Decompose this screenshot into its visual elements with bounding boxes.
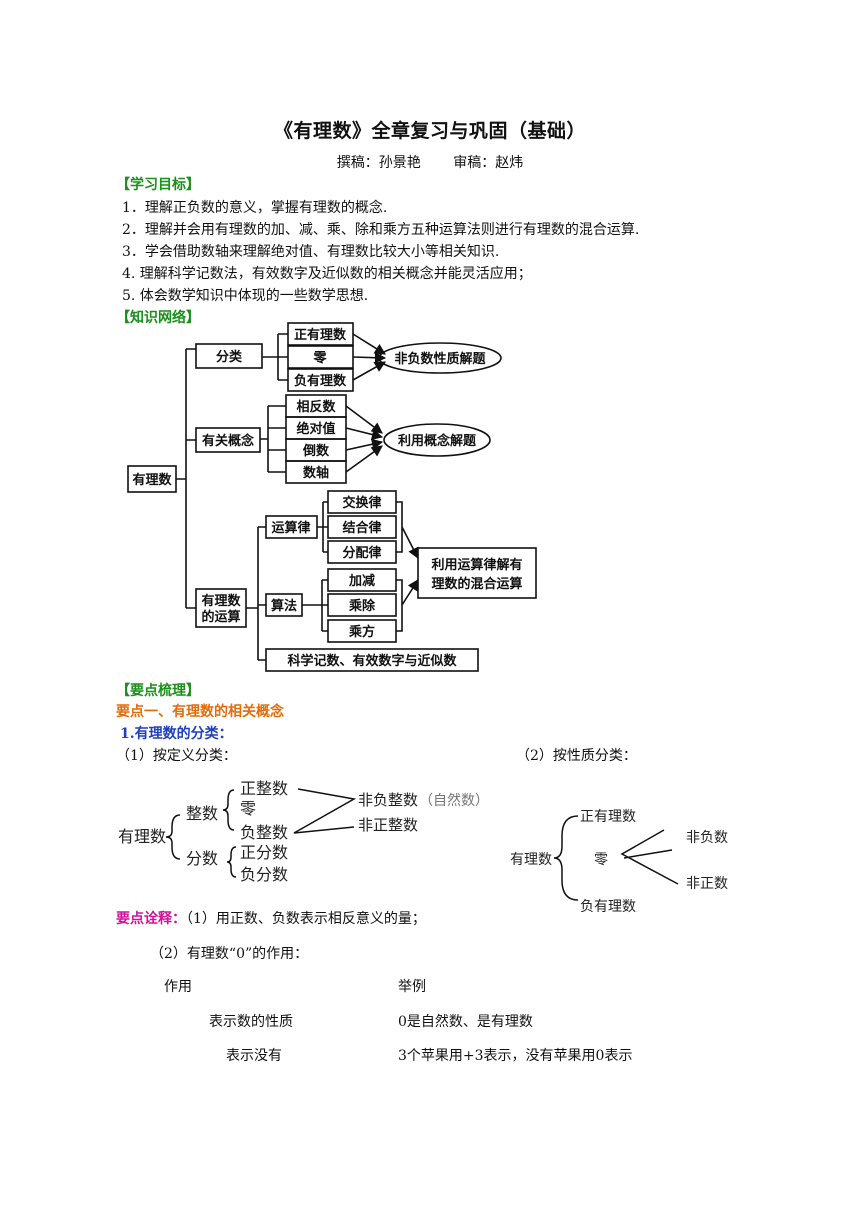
note1-line: 要点诠释：（1）用正数、负数表示相反意义的量；: [116, 908, 426, 928]
page-title: 《有理数》全章复习与巩固（基础）: [273, 120, 586, 142]
network-classify-item: 零: [312, 351, 327, 366]
def-int-item: 正整数: [240, 779, 288, 798]
by-definition-label: （1）按定义分类：: [116, 748, 237, 764]
table-row-role: 表示数的性质: [209, 1014, 293, 1030]
goals-heading: 【学习目标】: [116, 177, 200, 193]
prop-root: 有理数: [510, 852, 552, 868]
def-natural: （自然数）: [419, 792, 489, 809]
network-operations: 的运算: [201, 609, 240, 625]
points-heading: 【要点梳理】: [116, 683, 200, 699]
goal-3: 3．学会借助数轴来理解绝对值、有理数比较大小等相关知识.: [122, 244, 500, 260]
network-concept-item: 倒数: [302, 443, 330, 459]
network-laws: 运算律: [271, 520, 310, 536]
point1-sub: 1.有理数的分类：: [120, 726, 233, 742]
property-classification-diagram: 有理数 正有理数 零 负有理数 非负数 非正数: [510, 809, 728, 915]
def-int-item: 零: [240, 799, 256, 818]
network-ops-result: 利用运算律解有: [431, 557, 522, 573]
network-classify-result: 非负数性质解题: [394, 351, 486, 367]
definition-classification-diagram: 有理数 整数 分数 正整数 零 负整数 正分数 负分数 非负整数 （自然数） 非…: [118, 779, 489, 884]
def-fraction: 分数: [186, 849, 218, 868]
goal-2: 2．理解并会用有理数的加、减、乘、除和乘方五种运算法则进行有理数的混合运算.: [122, 222, 640, 238]
prop-item: 正有理数: [580, 809, 636, 825]
network-method-item: 乘方: [348, 624, 375, 640]
def-root: 有理数: [118, 827, 166, 846]
network-methods: 算法: [271, 598, 297, 614]
network-heading: 【知识网络】: [116, 310, 200, 326]
network-law-item: 结合律: [342, 520, 381, 536]
network-concept-item: 绝对值: [296, 421, 335, 437]
prop-item: 零: [594, 852, 608, 868]
network-concept-item: 数轴: [303, 465, 329, 481]
network-classify: 分类: [216, 349, 243, 365]
network-method-item: 乘除: [348, 598, 376, 614]
table-row-role: 表示没有: [226, 1048, 282, 1064]
note1: （1）用正数、负数表示相反意义的量；: [186, 911, 426, 927]
table-row-example: 3个苹果用+3表示，没有苹果用0表示: [398, 1048, 633, 1064]
prop-nonpos: 非正数: [686, 876, 728, 892]
network-sci: 科学记数、有效数字与近似数: [287, 653, 457, 669]
network-concepts: 有关概念: [202, 433, 254, 449]
def-int-item: 负整数: [240, 823, 288, 842]
def-nonpos-int: 非正整数: [358, 816, 418, 834]
knowledge-network-diagram: 有理数 分类 正有理数 零 负有理数 非负数性质解题 有关概念 相反数 绝对值 …: [127, 322, 537, 672]
prop-nonneg: 非负数: [686, 830, 728, 846]
by-property-label: （2）按性质分类：: [516, 748, 637, 764]
def-frac-item: 正分数: [240, 843, 288, 862]
network-concept-item: 相反数: [296, 399, 336, 415]
network-classify-item: 负有理数: [294, 373, 347, 389]
table-row-example: 0是自然数、是有理数: [398, 1014, 533, 1030]
network-law-item: 交换律: [342, 495, 381, 511]
network-operations: 有理数: [201, 593, 241, 609]
network-concept-result: 利用概念解题: [398, 433, 477, 449]
network-root: 有理数: [132, 472, 172, 488]
goal-1: 1．理解正负数的意义，掌握有理数的概念.: [122, 200, 388, 216]
table-header-example: 举例: [398, 979, 426, 995]
network-ops-result: 理数的混合运算: [431, 576, 522, 592]
table-header-role: 作用: [164, 979, 192, 995]
goal-4: 4. 理解科学记数法，有效数字及近似数的相关概念并能灵活应用；: [122, 266, 532, 282]
reviewer: 审稿：赵炜: [453, 155, 524, 171]
prop-item: 负有理数: [580, 899, 636, 915]
network-law-item: 分配律: [342, 545, 381, 561]
def-integer: 整数: [186, 804, 218, 823]
point1-heading: 要点一、有理数的相关概念: [116, 704, 284, 720]
def-frac-item: 负分数: [240, 865, 288, 884]
goal-5: 5. 体会数学知识中体现的一些数学思想.: [122, 288, 369, 304]
author: 撰稿：孙景艳: [336, 155, 421, 171]
author-line: 撰稿：孙景艳 审稿：赵炜: [0, 152, 860, 172]
notes-label: 要点诠释：: [116, 911, 186, 927]
network-classify-item: 正有理数: [294, 327, 347, 343]
def-nonneg-int: 非负整数: [358, 791, 418, 809]
note2: （2）有理数“0”的作用：: [150, 946, 309, 962]
network-method-item: 加减: [348, 573, 375, 589]
